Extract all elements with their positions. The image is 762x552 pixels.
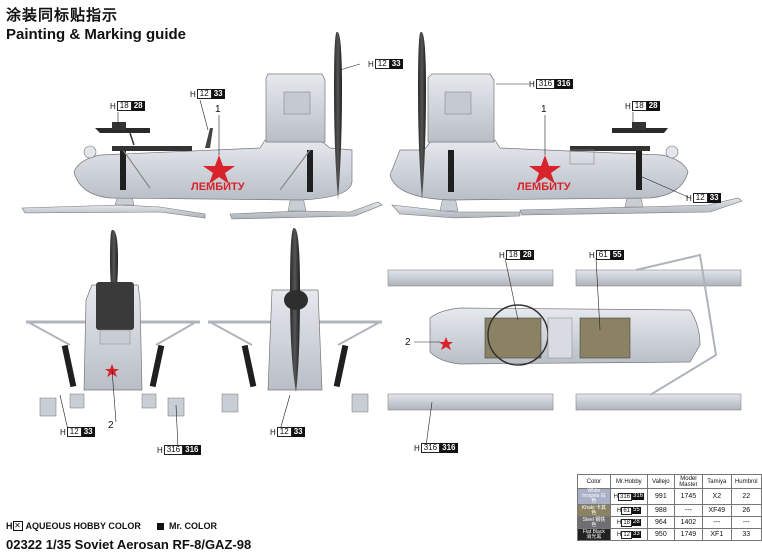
legend-mr-color: Mr. COLOR bbox=[157, 521, 217, 531]
title-chinese: 涂装同标贴指示 bbox=[6, 7, 119, 24]
legend-aqueous: H✕AQUEOUS HOBBY COLOR bbox=[6, 521, 141, 531]
lembitu-text-right: ЛЕМБИТУ bbox=[517, 181, 571, 193]
propeller-rear bbox=[290, 227, 300, 392]
th-color: Color bbox=[577, 474, 611, 489]
th-model-master: Model Master bbox=[673, 474, 704, 489]
top-view bbox=[387, 253, 742, 411]
lembitu-text-left: ЛЕМБИТУ bbox=[191, 181, 245, 193]
model-title: 02322 1/35 Soviet Aerosan RF-8/GAZ-98 bbox=[6, 537, 252, 552]
front-view bbox=[26, 229, 200, 417]
legend-aqueous-label: AQUEOUS HOBBY COLOR bbox=[25, 521, 141, 531]
aqueous-box-icon: ✕ bbox=[12, 521, 23, 531]
propeller-left bbox=[334, 31, 342, 200]
th-tamiya: Tamiya bbox=[702, 474, 732, 489]
color-reference-table: Color Mr.Hobby Vallejo Model Master Tami… bbox=[577, 474, 762, 541]
left-side-view bbox=[21, 31, 383, 220]
title-english: Painting & Marking guide bbox=[6, 26, 187, 43]
ski-rear-r bbox=[519, 197, 743, 216]
color-swatch: White Insignia 白色 bbox=[577, 488, 611, 505]
legend-mr-label: Mr. COLOR bbox=[169, 521, 218, 531]
color-swatch: Khaki 卡其色 bbox=[577, 504, 611, 517]
red-star-left bbox=[203, 155, 235, 184]
table-header-row: Color Mr.Hobby Vallejo Model Master Tami… bbox=[577, 474, 762, 489]
color-swatch: Flat Black 消光黑 bbox=[577, 528, 611, 541]
rear-view bbox=[208, 227, 382, 413]
machine-gun bbox=[95, 128, 150, 133]
th-vallejo: Vallejo bbox=[646, 474, 675, 489]
callout-1-right: 1 bbox=[541, 104, 547, 115]
black-square-icon bbox=[157, 522, 164, 530]
propeller-right bbox=[418, 31, 426, 200]
red-star-right bbox=[529, 155, 561, 184]
callout-2-top: 2 bbox=[405, 337, 411, 348]
right-side-view bbox=[389, 31, 743, 219]
callout-1-left: 1 bbox=[215, 104, 221, 115]
th-mrhobby: Mr.Hobby bbox=[609, 474, 648, 489]
callout-2-front: 2 bbox=[108, 420, 114, 431]
color-swatch: Steel 钢铁色 bbox=[577, 516, 611, 529]
th-humbrol: Humbrol bbox=[730, 474, 762, 489]
ski-front bbox=[229, 201, 383, 220]
ski-rear bbox=[21, 204, 206, 219]
legend-h-label: H bbox=[6, 521, 13, 531]
ski-front-r bbox=[391, 204, 521, 219]
